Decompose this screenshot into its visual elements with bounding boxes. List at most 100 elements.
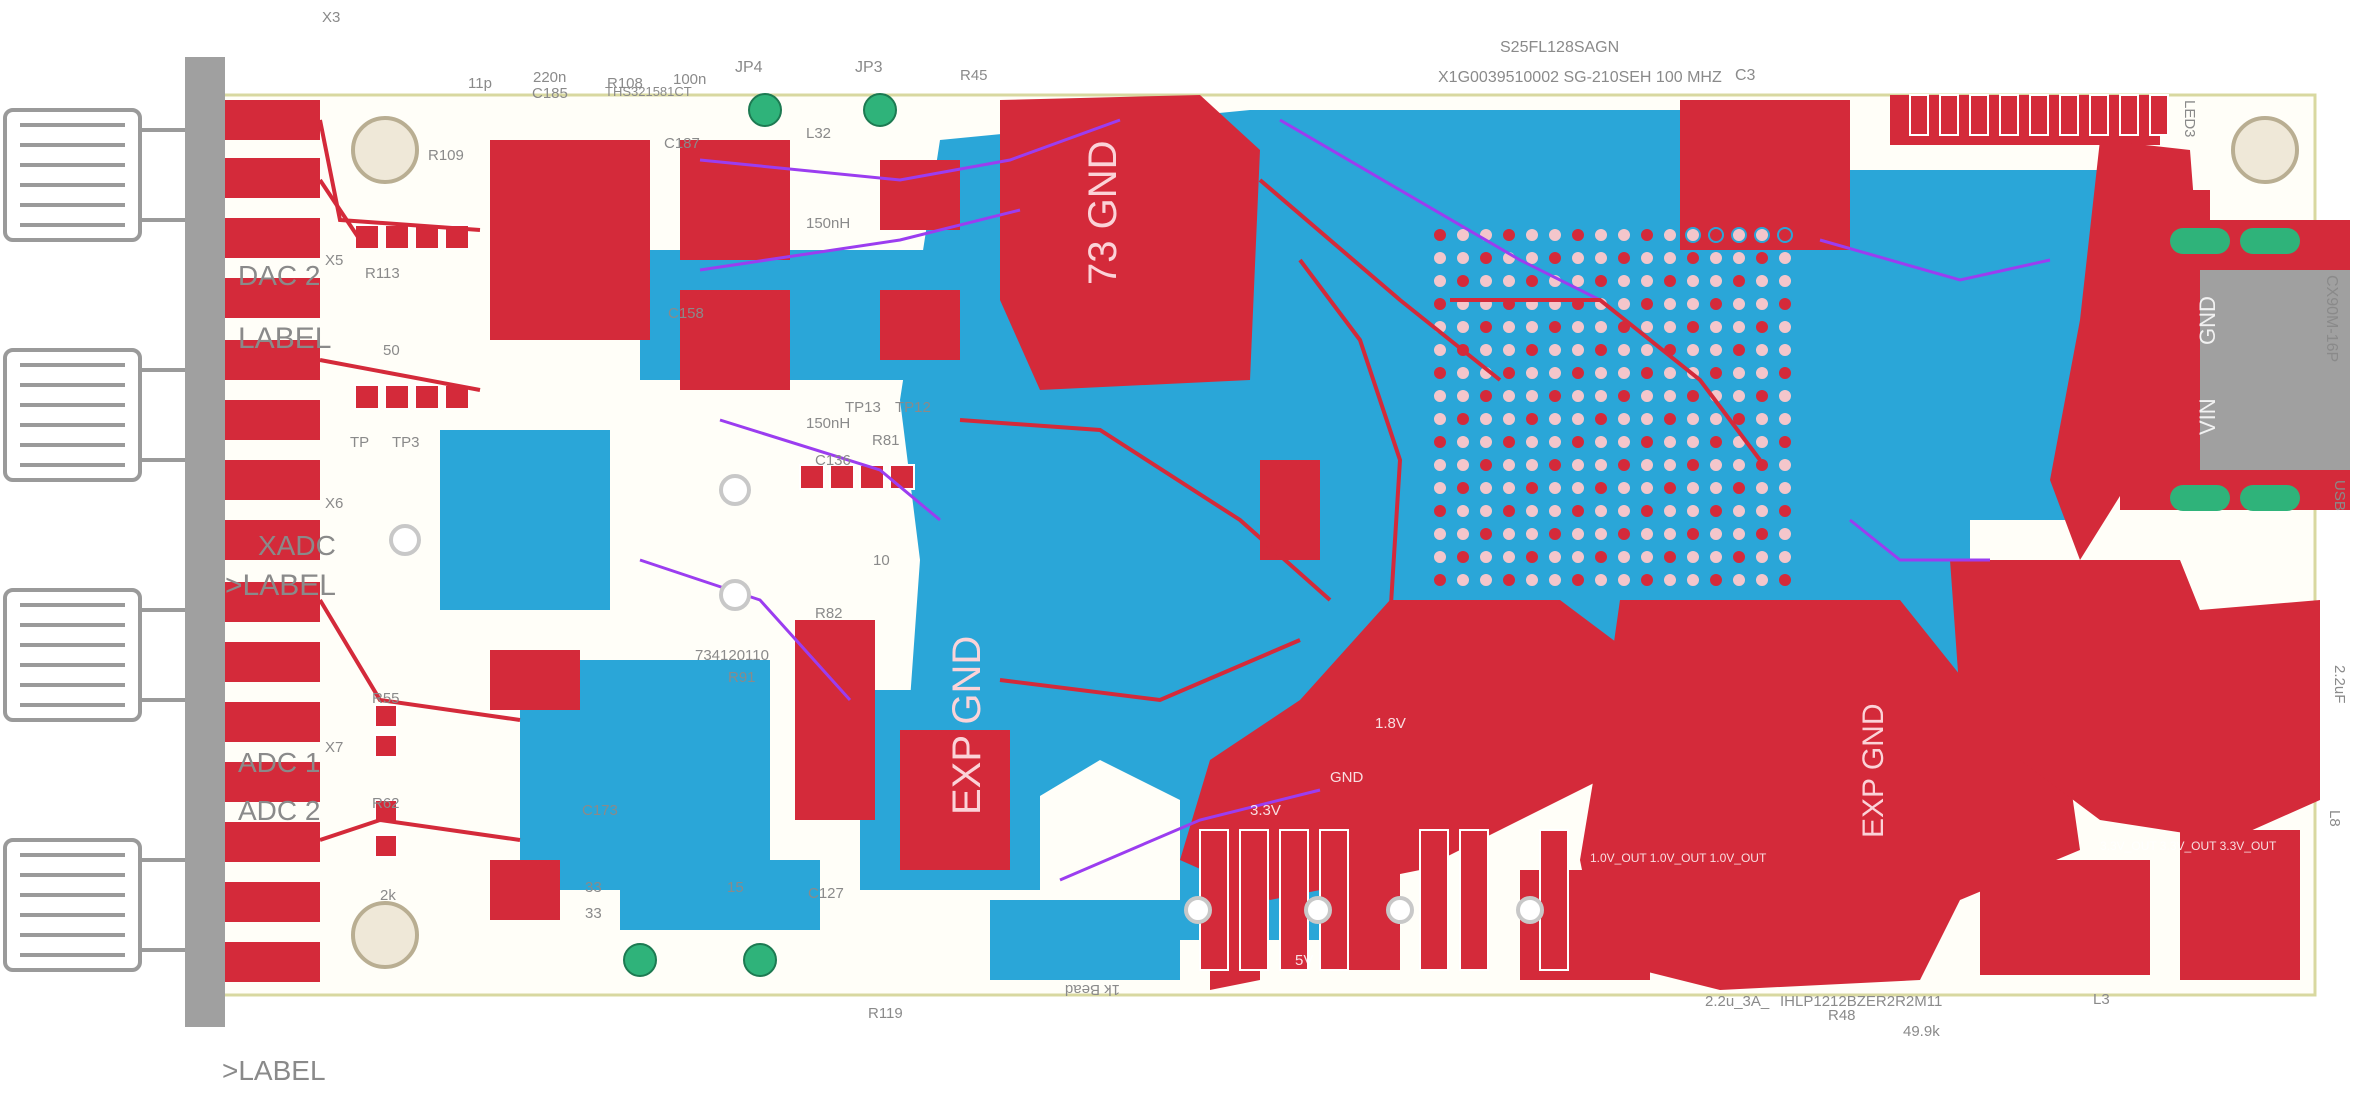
label-adc2: ADC 2	[238, 795, 320, 826]
bga-ball	[1662, 480, 1678, 496]
bga-ball	[1708, 342, 1724, 358]
bga-ball	[1547, 342, 1563, 358]
bga-ball	[1777, 549, 1793, 565]
label-bead: 1k Bead	[1065, 981, 1120, 998]
bga-ball	[1708, 250, 1724, 266]
bga-ball	[1777, 457, 1793, 473]
bga-ball	[1662, 319, 1678, 335]
net-1v0-out: 1.0V_OUT 1.0V_OUT 1.0V_OUT	[1590, 851, 1767, 865]
bga-ball	[1455, 434, 1471, 450]
label-jp4: JP4	[735, 59, 763, 76]
bga-ball	[1547, 572, 1563, 588]
bga-ball	[1731, 457, 1747, 473]
label-150nh-b: 150nH	[806, 415, 850, 432]
bga-ball	[1547, 503, 1563, 519]
bga-ball	[1455, 503, 1471, 519]
bga-ball	[1501, 503, 1517, 519]
bga-ball	[1570, 227, 1586, 243]
bga-ball	[1501, 388, 1517, 404]
bga-ball	[1501, 273, 1517, 289]
label-dac2: DAC 2	[238, 260, 320, 291]
bga-ball	[1455, 572, 1471, 588]
label-c173: C173	[582, 802, 618, 819]
label-label-a: LABEL	[238, 322, 331, 355]
label-jp3: JP3	[855, 59, 883, 76]
net-3v3: 3.3V	[1250, 802, 1281, 819]
bga-ball	[1731, 549, 1747, 565]
net-3v3-out: 3.3V_OUT 3.3V_OUT 3.3V_OUT	[2100, 839, 2277, 853]
bga-ball	[1639, 342, 1655, 358]
bga-ball	[1478, 572, 1494, 588]
bga-ball	[1777, 411, 1793, 427]
label-r45: R45	[960, 67, 988, 84]
bga-ball	[1639, 319, 1655, 335]
bga-ball	[1570, 457, 1586, 473]
label-734: 734120110	[695, 647, 769, 664]
bga-ball	[1593, 503, 1609, 519]
label-label-b: >LABEL	[225, 569, 336, 602]
bga-ball	[1731, 319, 1747, 335]
bga-ball	[1754, 434, 1770, 450]
label-tp13: TP13	[845, 399, 881, 416]
bga-ball	[1478, 273, 1494, 289]
gnd-conn-label: GND	[2195, 296, 2220, 345]
bga-ball	[1777, 526, 1793, 542]
bga-ball	[1662, 365, 1678, 381]
bga-ball	[1616, 411, 1632, 427]
bga-ball	[1501, 480, 1517, 496]
label-49k: 49.9k	[1903, 1023, 1940, 1040]
bga-ball	[1432, 365, 1448, 381]
bga-ball	[1616, 503, 1632, 519]
label-l8: L8	[2326, 810, 2343, 827]
bga-ball	[1547, 411, 1563, 427]
bga-ball	[1432, 273, 1448, 289]
bga-ball	[1570, 503, 1586, 519]
ic-exp-gnd-b: EXP GND	[1857, 704, 1890, 839]
bga-ball	[1662, 388, 1678, 404]
bga-ball	[1708, 273, 1724, 289]
label-100n: 100n	[673, 71, 706, 88]
bga-ball	[1754, 227, 1770, 243]
bga-ball	[1708, 365, 1724, 381]
inner-layer-traces	[639, 118, 2051, 882]
bga-ball	[1754, 296, 1770, 312]
edge-pads	[225, 100, 320, 982]
edge-strip	[185, 57, 225, 1027]
bga-ball	[1662, 250, 1678, 266]
bga-ball	[1731, 273, 1747, 289]
bga-ball	[1685, 480, 1701, 496]
bga-ball	[1547, 227, 1563, 243]
label-r119: R119	[868, 1005, 903, 1022]
bga-ball	[1639, 365, 1655, 381]
bga-ball	[1616, 273, 1632, 289]
bga-ball	[1777, 250, 1793, 266]
label-bottom-label: >LABEL	[222, 1055, 326, 1086]
label-ths: THS321581CT	[605, 84, 692, 99]
label-33-a: 33	[585, 879, 602, 896]
label-c187: C187	[664, 135, 700, 152]
bga-ball	[1639, 503, 1655, 519]
label-tp12: TP12	[895, 399, 931, 416]
bga-ball	[1570, 549, 1586, 565]
label-r109: R109	[428, 147, 464, 164]
bga-ball	[1570, 572, 1586, 588]
ic-73-gnd: 73 GND	[1081, 141, 1125, 286]
bga-ball	[1570, 434, 1586, 450]
label-c3: C3	[1735, 67, 1756, 84]
bga-ball	[1754, 480, 1770, 496]
label-flash-part: S25FL128SAGN	[1500, 39, 1619, 56]
bga-ball	[1547, 526, 1563, 542]
bga-ball	[1616, 549, 1632, 565]
label-r62: R62	[372, 795, 400, 812]
bga-ball	[1754, 457, 1770, 473]
bga-ball	[1685, 319, 1701, 335]
fpga-bga-grid	[1432, 227, 1793, 588]
bga-ball	[1570, 526, 1586, 542]
bga-ball	[1662, 227, 1678, 243]
bga-ball	[1432, 342, 1448, 358]
bga-ball	[1685, 227, 1701, 243]
bga-ball	[1593, 480, 1609, 496]
silkscreen-labels: X3 S25FL128SAGN X1G0039510002 SG-210SEH …	[222, 9, 2348, 1086]
bga-ball	[1708, 480, 1724, 496]
